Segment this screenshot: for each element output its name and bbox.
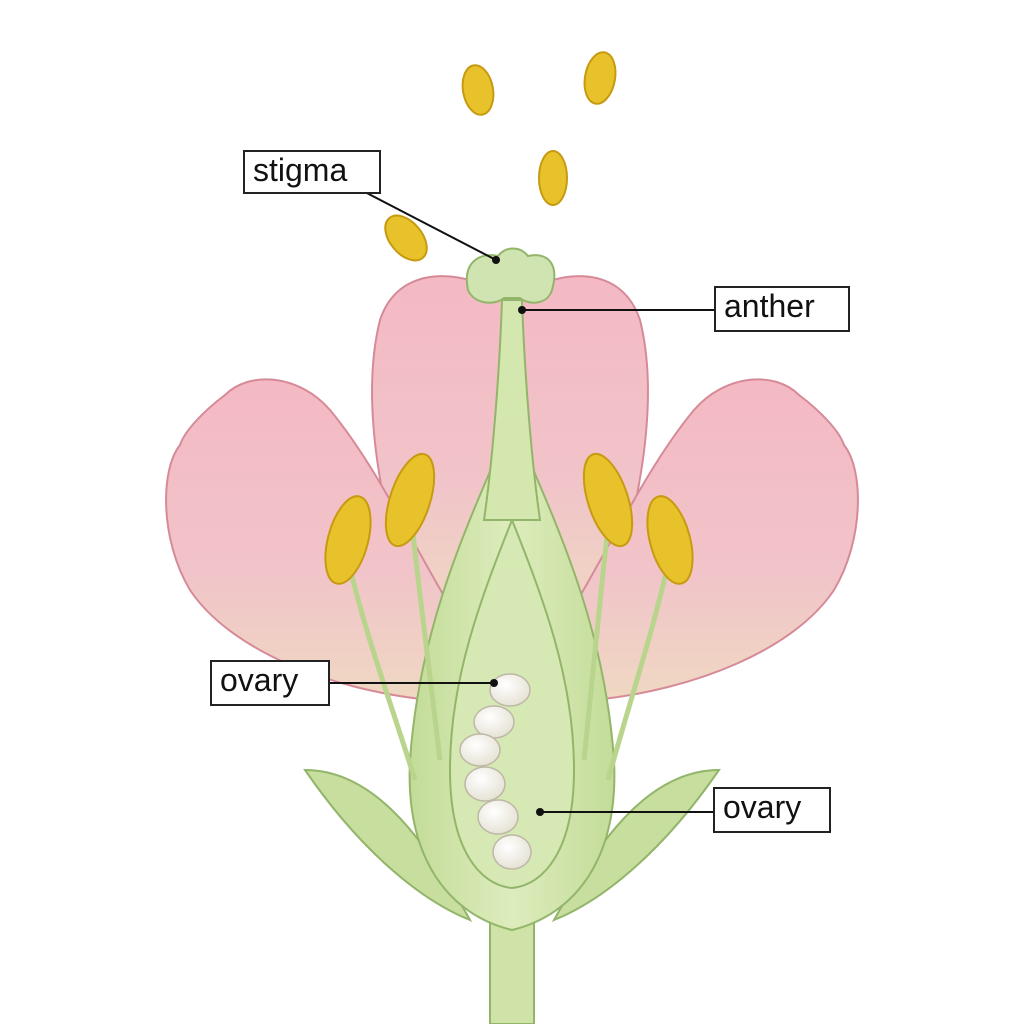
leader-dots (490, 256, 544, 816)
anther-4 (646, 495, 694, 585)
leader-dot-ovary-left (490, 679, 498, 687)
label-ovary-right: ovary (713, 787, 831, 833)
leader-dot-stigma (492, 256, 500, 264)
leader-dot-anther (518, 306, 526, 314)
pollen-grain-3 (538, 150, 568, 206)
sepal-left (303, 768, 473, 922)
leader-line-stigma (360, 189, 497, 261)
pollen-grains (384, 51, 617, 262)
stigma-head (465, 247, 556, 304)
ovule-5 (477, 799, 519, 835)
label-ovary-left: ovary (210, 660, 330, 706)
ovule-1 (489, 673, 531, 707)
pollen-grain-1 (461, 64, 495, 116)
sepal-right (551, 768, 721, 922)
leader-lines (330, 189, 714, 813)
ovule-6 (492, 834, 532, 870)
label-anther: anther (714, 286, 850, 332)
leader-dot-ovary-right (536, 808, 544, 816)
anther-1 (324, 495, 372, 585)
pollen-grain-2 (583, 51, 617, 105)
ovule-3 (459, 733, 501, 767)
ovule-2 (473, 705, 515, 739)
anther-3 (582, 452, 634, 548)
ovule-4 (464, 766, 506, 802)
anther-2 (384, 452, 436, 548)
petal-left (165, 378, 472, 702)
style (482, 299, 542, 521)
anthers (324, 452, 694, 585)
pollen-grain-4 (384, 214, 428, 262)
label-stigma: stigma (243, 150, 381, 194)
ovules (459, 673, 532, 870)
petal-right (552, 378, 859, 702)
